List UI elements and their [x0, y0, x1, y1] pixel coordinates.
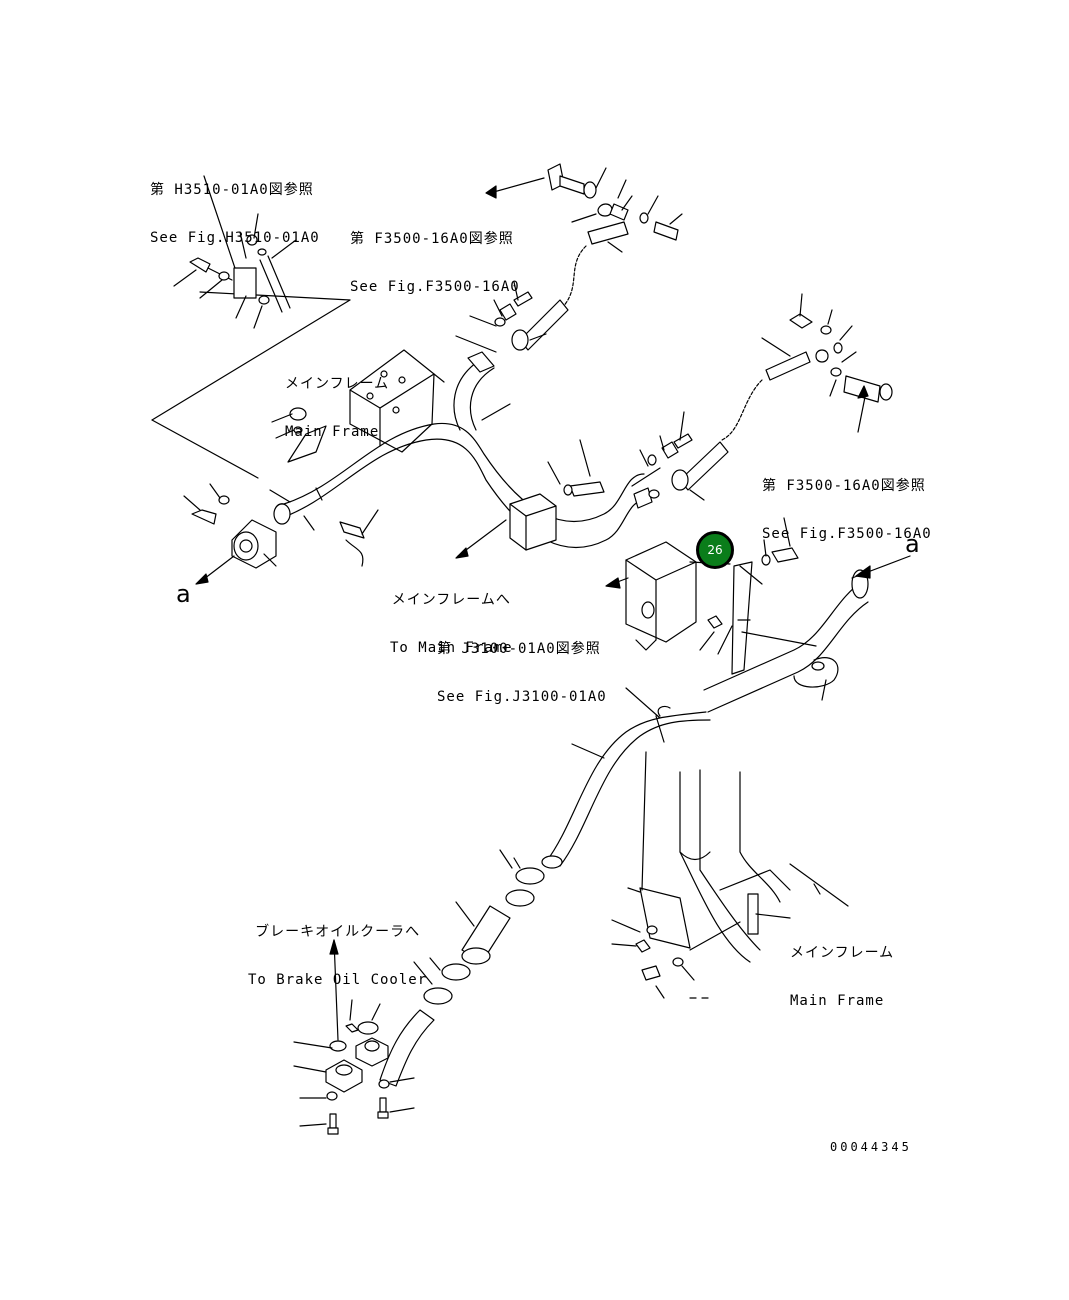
callout-main-frame-bottom-en: Main Frame [790, 993, 885, 1009]
bracket-j3100 [605, 541, 697, 651]
callout-ref-h3510: 第 H3510-01A0図参照 See Fig.H3510-01A0 [150, 150, 320, 262]
callout-to-main-frame-jp: メインフレームへ [391, 592, 511, 608]
label-leaders [455, 519, 507, 559]
part-number-badge-label: 26 [707, 543, 723, 557]
connection-marker-a-left: a [176, 580, 191, 608]
hose-right [547, 293, 893, 501]
main-pipe-long [541, 555, 911, 869]
bottom-flanges [293, 939, 415, 1135]
callout-ref-j3100: 第 J3100-01A0図参照 See Fig.J3100-01A0 [437, 609, 607, 721]
lower-hose-clamps [379, 849, 545, 1087]
bracket-part-26 [689, 517, 799, 675]
callout-main-frame-bottom-jp: メインフレーム [790, 945, 895, 961]
callout-ref-f3500-right: 第 F3500-16A0図参照 See Fig.F3500-16A0 [762, 446, 932, 558]
bracket-assembly-top-left [151, 175, 351, 479]
callout-ref-f3500-top: 第 F3500-16A0図参照 See Fig.F3500-16A0 [350, 199, 520, 311]
callout-ref-h3510-jp: 第 H3510-01A0図参照 [150, 182, 314, 198]
callout-ref-f3500-top-jp: 第 F3500-16A0図参照 [350, 231, 514, 247]
drawing-number: 00044345 [830, 1140, 912, 1154]
main-pipe-upper [275, 351, 653, 551]
callout-main-frame-top-en: Main Frame [285, 424, 380, 440]
callout-to-brake-oil-cooler-jp: ブレーキオイルクーラへ [255, 924, 421, 940]
callout-to-brake-oil-cooler-en: To Brake Oil Cooler [248, 972, 428, 988]
callout-ref-h3510-en: See Fig.H3510-01A0 [150, 230, 320, 246]
callout-main-frame-top-jp: メインフレーム [285, 376, 390, 392]
callout-to-brake-oil-cooler: ブレーキオイルクーラへ To Brake Oil Cooler [248, 892, 427, 1004]
callout-ref-f3500-right-jp: 第 F3500-16A0図参照 [762, 478, 926, 494]
hose-top-center [455, 163, 683, 353]
callout-to-main-frame: メインフレームへ To Main Frame [390, 560, 513, 672]
callout-ref-f3500-right-en: See Fig.F3500-16A0 [762, 526, 932, 542]
callout-ref-j3100-en: See Fig.J3100-01A0 [437, 689, 607, 705]
callout-to-main-frame-en: To Main Frame [390, 640, 513, 656]
callout-main-frame-bottom: メインフレーム Main Frame [790, 913, 894, 1025]
left-pipe-clamps [183, 407, 379, 585]
callout-ref-f3500-top-en: See Fig.F3500-16A0 [350, 279, 520, 295]
main-frame-bracket-top [349, 349, 445, 453]
callout-ref-j3100-jp: 第 J3100-01A0図参照 [437, 641, 601, 657]
callout-main-frame-top: メインフレーム Main Frame [285, 344, 389, 456]
main-frame-bottom [611, 751, 849, 999]
connection-marker-a-right: a [905, 530, 920, 558]
part-number-badge-26[interactable]: 26 [696, 531, 734, 569]
